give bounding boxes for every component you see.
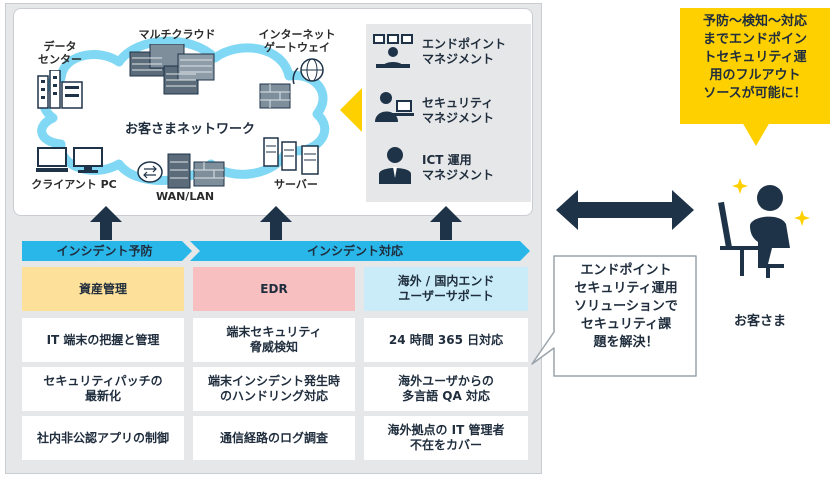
customer-label: お客さま xyxy=(733,314,786,329)
customer-at-computer-icon xyxy=(718,178,810,278)
cloud-outline-icon xyxy=(37,36,330,185)
double-arrow-icon xyxy=(556,190,694,230)
prevention-phase-label: インシデント予防 xyxy=(56,244,153,258)
table-cell: 通信経路のログ調査 xyxy=(193,416,355,460)
ict-management-label: ICT 運用 マネジメント xyxy=(422,153,495,182)
asset-management-header: 資産管理 xyxy=(22,267,184,311)
table-cell: IT 端末の把握と管理 xyxy=(22,318,184,362)
client-pc-icon xyxy=(36,147,103,173)
security-management-label: セキュリティ マネジメント xyxy=(422,96,495,125)
wan-lan-label: WAN/LAN xyxy=(155,190,215,203)
table-cell: 端末セキュリティ 脅威検知 xyxy=(193,318,355,362)
datacenter-icon xyxy=(37,70,83,109)
table-cell: 社内非公認アプリの制御 xyxy=(22,416,184,460)
full-outsource-callout xyxy=(680,8,830,124)
table-cell: 海外ユーザからの 多言語 QA 対応 xyxy=(364,367,528,411)
pointer-arrow-icon xyxy=(340,88,362,132)
solution-callout-text: エンドポイント セキュリティ運用 ソリューションで セキュリティ課 題を解決！ xyxy=(574,263,678,350)
multicloud-label: マルチクラウド xyxy=(138,28,216,41)
table-cell: 24 時間 365 日対応 xyxy=(364,318,528,362)
response-phase-label: インシデント対応 xyxy=(306,244,403,258)
endpoint-management-label: エンドポイント マネジメント xyxy=(422,37,507,66)
speech-bubble xyxy=(531,255,697,377)
callout-tail xyxy=(742,122,770,146)
wan-lan-icon xyxy=(137,153,225,189)
datacenter-label: データ センター xyxy=(38,40,82,66)
table-cell: 端末インシデント発生時 のハンドリング対応 xyxy=(193,367,355,411)
gateway-icon xyxy=(259,58,324,109)
edr-header: EDR xyxy=(193,267,355,311)
up-arrow-icon xyxy=(90,206,122,240)
full-outsource-text: 予防～検知～対応 までエンドポイン トセキュリティ運 用のフルアウト ソースが可… xyxy=(702,14,807,101)
laptop-operator-icon xyxy=(375,92,414,122)
network-cloud xyxy=(37,36,330,185)
gateway-label: インターネット ゲートウェイ xyxy=(258,28,336,54)
client-pc-label: クライアント PC xyxy=(31,178,117,191)
customer-network-label: お客さまネットワーク xyxy=(124,122,255,137)
support-header: 海外 / 国内エンド ユーザーサポート xyxy=(364,267,528,311)
up-arrow-icon xyxy=(260,206,292,240)
server-label: サーバー xyxy=(274,178,318,191)
server-icon xyxy=(263,137,319,175)
up-arrow-icon xyxy=(430,206,462,240)
phase-ribbon xyxy=(22,241,530,261)
person-icon xyxy=(379,147,411,184)
multicloud-servers-icon xyxy=(129,44,215,95)
table-cell: 海外拠点の IT 管理者 不在をカバー xyxy=(364,416,528,460)
table-cell: セキュリティパッチの 最新化 xyxy=(22,367,184,411)
monitors-operator-icon xyxy=(373,34,413,68)
